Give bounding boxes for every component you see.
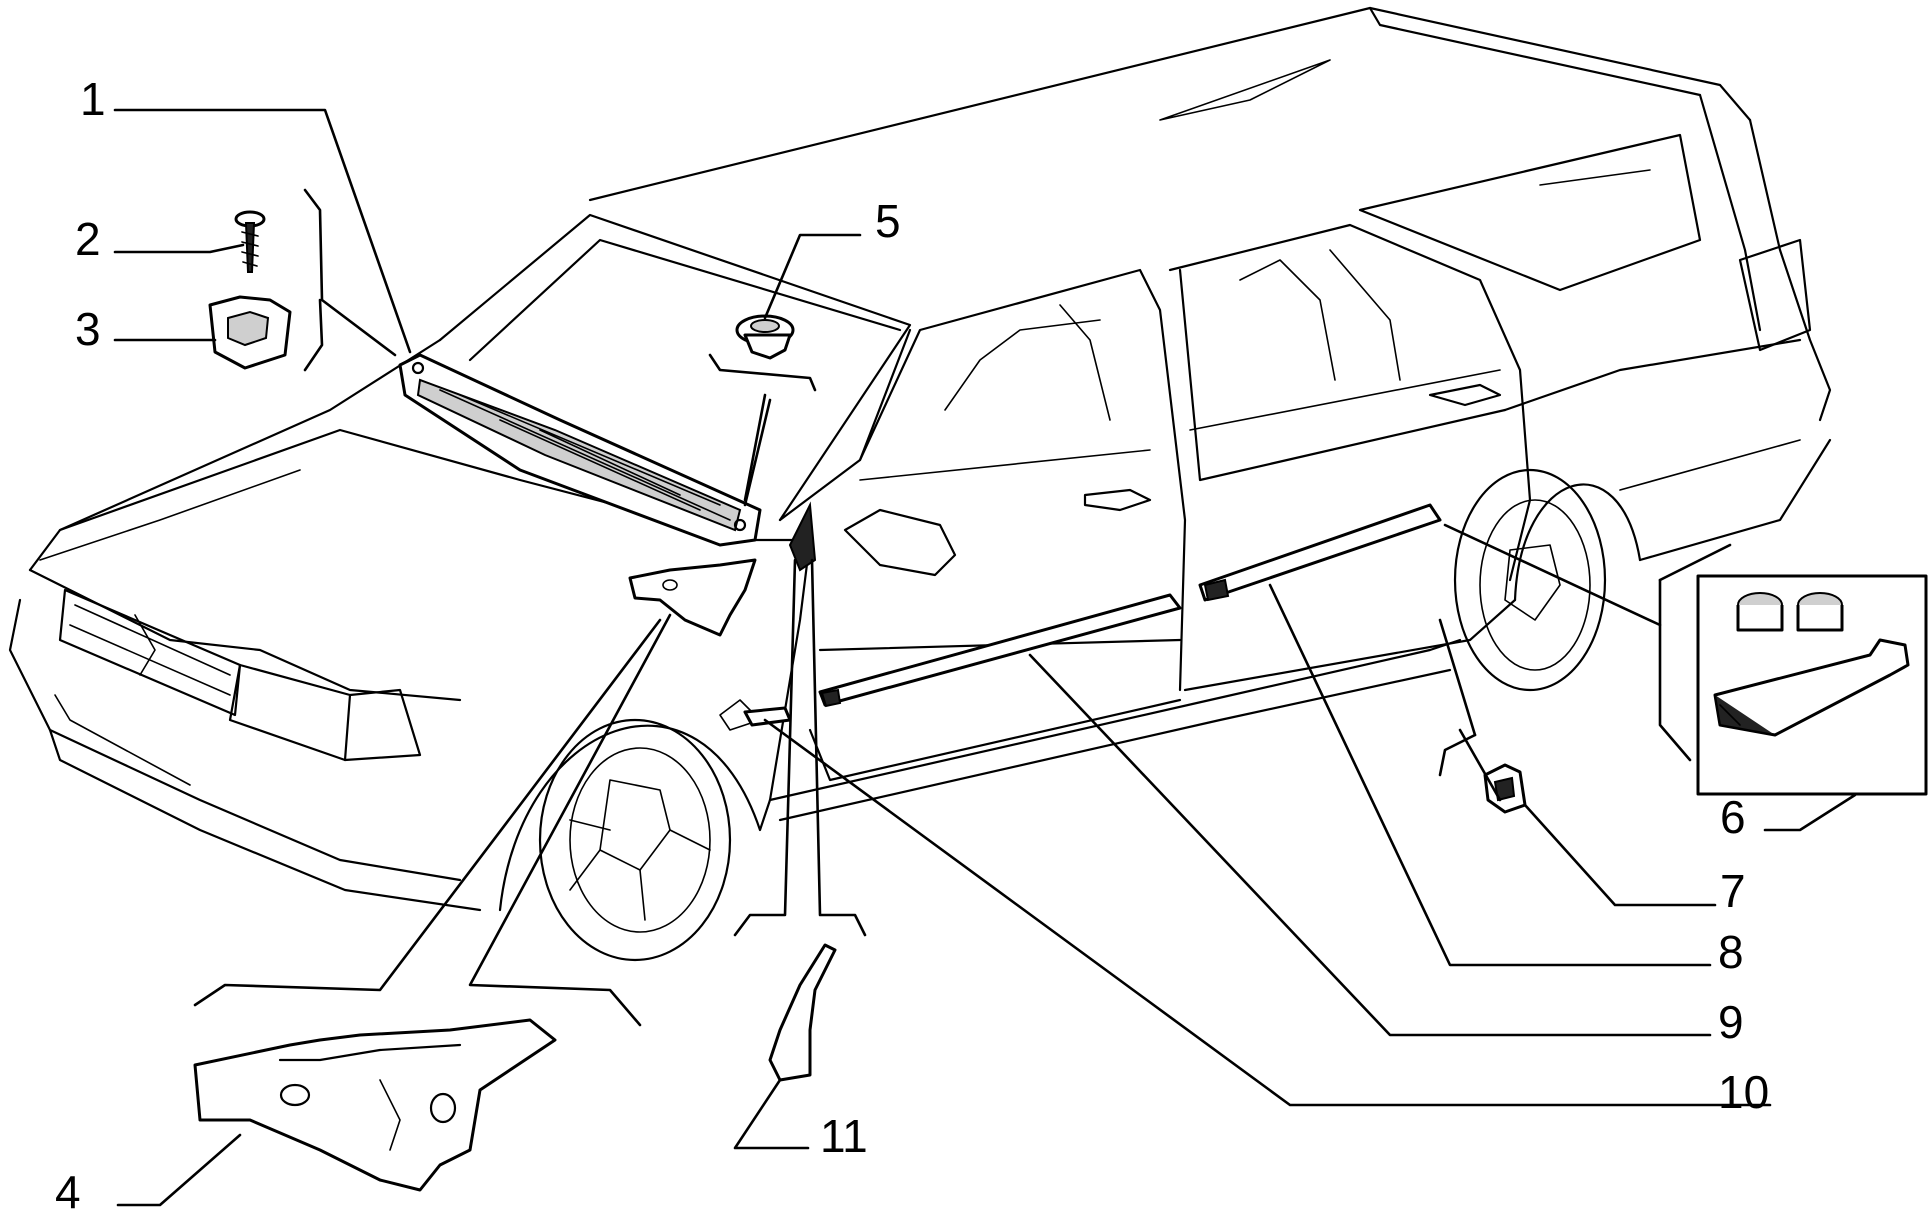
molding-clip <box>1483 763 1527 814</box>
callout-3: 3 <box>75 303 101 355</box>
push-button-grommet <box>735 314 795 360</box>
callout-7: 7 <box>1720 865 1746 917</box>
callout-6: 6 <box>1720 791 1746 843</box>
plenum-cover-installed <box>628 558 757 637</box>
callout-labels: 1 2 3 4 5 6 7 8 9 10 11 <box>55 73 1769 1214</box>
callout-8: 8 <box>1718 926 1744 978</box>
callout-10: 10 <box>1718 1066 1769 1118</box>
callout-2: 2 <box>75 213 101 265</box>
callout-9: 9 <box>1718 996 1744 1048</box>
a-pillar-trim <box>768 501 837 1082</box>
station-wagon-outline <box>8 6 1832 962</box>
leader-lines <box>113 108 1857 1207</box>
screw-fastener <box>234 210 266 273</box>
callout-4: 4 <box>55 1166 81 1214</box>
plenum-side-cover <box>193 1018 557 1192</box>
callout-5: 5 <box>875 195 901 247</box>
touch-up-kit-box <box>1696 574 1928 796</box>
rear-door-molding <box>1198 503 1442 602</box>
front-door-molding <box>818 593 1182 708</box>
callout-1: 1 <box>80 73 106 125</box>
clip-nut <box>208 295 292 370</box>
cowl-vent-grille <box>398 353 762 547</box>
callout-11: 11 <box>820 1110 868 1162</box>
